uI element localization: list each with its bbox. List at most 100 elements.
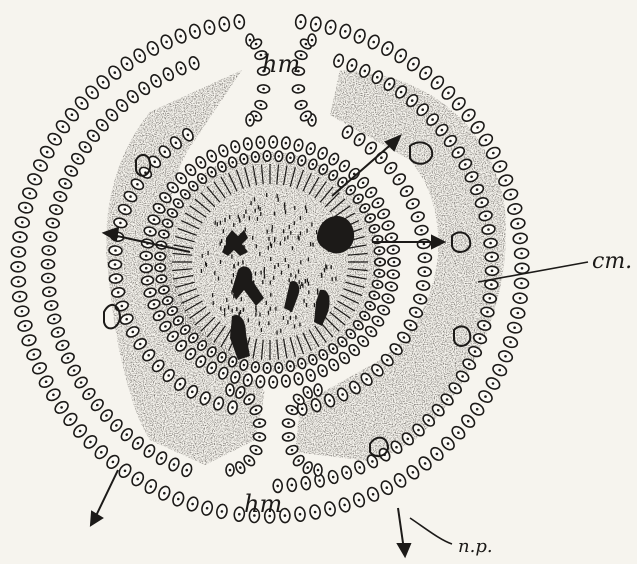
lobe-lining-cell-nucleus <box>125 318 128 321</box>
inner-lobe-cell-nucleus <box>474 350 477 353</box>
outer-wall-cell-nucleus <box>519 237 522 240</box>
central-outer-cell-nucleus <box>180 177 183 180</box>
lobe-lining-cell-nucleus <box>121 305 124 308</box>
outer-wall-cell-nucleus <box>467 420 470 423</box>
inner-lobe-cell-nucleus <box>276 485 279 488</box>
outer-wall-cell-nucleus <box>399 55 402 58</box>
outer-wall-cell-nucleus <box>28 192 31 195</box>
outer-wall-cell-nucleus <box>513 326 516 329</box>
inner-lobe-cell-nucleus <box>491 270 494 273</box>
outer-wall-cell-nucleus <box>191 503 194 506</box>
hm-top-right-edge-cell-nucleus <box>311 39 314 42</box>
central-outer-cell-nucleus <box>362 340 365 343</box>
inner-lobe-cell-nucleus <box>457 151 460 154</box>
outer-wall-cell-nucleus <box>28 339 31 342</box>
outer-wall-cell-nucleus <box>194 30 197 33</box>
outer-wall-cell-nucleus <box>514 208 517 211</box>
outer-wall-cell-nucleus <box>284 514 287 517</box>
lobe-lining-cell-nucleus <box>204 397 207 400</box>
outer-wall-cell-nucleus <box>476 126 479 129</box>
central-inner-cell-nucleus <box>177 319 180 322</box>
lobe-lining-cell-nucleus <box>422 284 425 287</box>
central-inner-cell-nucleus <box>312 163 315 166</box>
outer-wall-cell-nucleus <box>314 511 317 514</box>
inner-lobe-cell-nucleus <box>61 344 64 347</box>
central-inner-cell-nucleus <box>201 177 204 180</box>
hm-top-left-edge-cell-nucleus <box>255 43 258 46</box>
outer-wall-cell-nucleus <box>329 508 332 511</box>
inner-lobe-cell-nucleus <box>101 124 104 127</box>
outer-wall-cell-nucleus <box>177 498 180 501</box>
central-outer-cell-nucleus <box>222 372 225 375</box>
lobe-lining-cell-nucleus <box>346 131 349 134</box>
lobe-lining-cell-nucleus <box>129 195 132 198</box>
central-outer-cell-nucleus <box>234 376 237 379</box>
lobe-lining-cell-nucleus <box>423 270 426 273</box>
outer-wall-cell-nucleus <box>412 63 415 66</box>
outer-wall-cell-nucleus <box>206 507 209 510</box>
central-outer-cell-nucleus <box>272 381 275 384</box>
hm-top-left-edge-cell-nucleus <box>249 39 252 42</box>
central-outer-cell-nucleus <box>145 255 148 258</box>
central-outer-cell-nucleus <box>172 335 175 338</box>
outer-wall-cell-nucleus <box>91 91 94 94</box>
central-inner-cell-nucleus <box>171 310 174 313</box>
inner-lobe-cell-nucleus <box>337 59 340 62</box>
outer-wall-cell-nucleus <box>238 21 241 24</box>
lobe-lining-cell-nucleus <box>115 277 118 280</box>
outer-wall-cell-nucleus <box>100 451 103 454</box>
inner-lobe-cell-nucleus <box>464 163 467 166</box>
hm-bottom-right-edge-cell-nucleus <box>297 398 300 401</box>
outer-wall-cell-nucleus <box>62 125 65 128</box>
inner-lobe-cell-nucleus <box>371 460 374 463</box>
inner-lobe-cell-nucleus <box>67 357 70 360</box>
central-inner-cell-nucleus <box>192 185 195 188</box>
outer-wall-cell-nucleus <box>372 493 375 496</box>
label-hm-bottom: hm <box>244 490 282 518</box>
inner-lobe-cell-nucleus <box>84 146 87 149</box>
outer-wall-cell-nucleus <box>315 23 318 26</box>
lobe-lining-cell-nucleus <box>409 324 412 327</box>
outer-wall-cell-nucleus <box>492 382 495 385</box>
lobe-lining-cell-nucleus <box>380 156 383 159</box>
outer-wall-cell-nucleus <box>504 355 507 358</box>
inner-lobe-cell-nucleus <box>57 331 60 334</box>
lobe-lining-cell-nucleus <box>417 216 420 219</box>
outer-wall-cell-nucleus <box>102 81 105 84</box>
outer-wall-cell-nucleus <box>399 479 402 482</box>
hm-bottom-left-edge-cell-nucleus <box>248 398 251 401</box>
central-outer-cell-nucleus <box>285 142 288 145</box>
inner-lobe-cell-nucleus <box>80 381 83 384</box>
inner-lobe-cell-nucleus <box>180 67 183 70</box>
lobe-lining-cell-nucleus <box>139 343 142 346</box>
central-outer-cell-nucleus <box>353 349 356 352</box>
central-outer-cell-nucleus <box>309 147 312 150</box>
outer-wall-cell-nucleus <box>499 165 502 168</box>
outer-wall-cell-nucleus <box>19 236 22 239</box>
central-inner-cell-nucleus <box>364 207 367 210</box>
inner-lobe-cell-nucleus <box>411 99 414 102</box>
central-inner-cell-nucleus <box>163 289 166 292</box>
lobe-lining-cell-nucleus <box>358 138 361 141</box>
inner-lobe-cell-nucleus <box>49 235 52 238</box>
lobe-lining-cell-nucleus <box>187 134 190 137</box>
central-inner-cell-nucleus <box>289 157 292 160</box>
central-inner-cell-nucleus <box>289 365 292 368</box>
central-inner-cell-nucleus <box>254 156 257 159</box>
outer-wall-cell-nucleus <box>45 380 48 383</box>
hm-top-left-edge-cell-nucleus <box>255 115 258 118</box>
outer-wall-cell-nucleus <box>509 193 512 196</box>
inner-lobe-cell-nucleus <box>483 324 486 327</box>
central-inner-cell-nucleus <box>364 315 367 318</box>
central-inner-cell-nucleus <box>373 294 376 297</box>
inner-lobe-cell-nucleus <box>470 176 473 179</box>
outer-wall-cell-nucleus <box>517 222 520 225</box>
lobe-lining-cell-nucleus <box>398 178 401 181</box>
central-inner-cell-nucleus <box>210 171 213 174</box>
central-inner-cell-nucleus <box>376 238 379 241</box>
central-inner-cell-nucleus <box>278 155 281 158</box>
lobe-lining-cell-nucleus <box>153 161 156 164</box>
lobe-lining-cell-nucleus <box>390 167 393 170</box>
lobe-lining-cell-nucleus <box>117 291 120 294</box>
lobe-lining-cell-nucleus <box>395 348 398 351</box>
